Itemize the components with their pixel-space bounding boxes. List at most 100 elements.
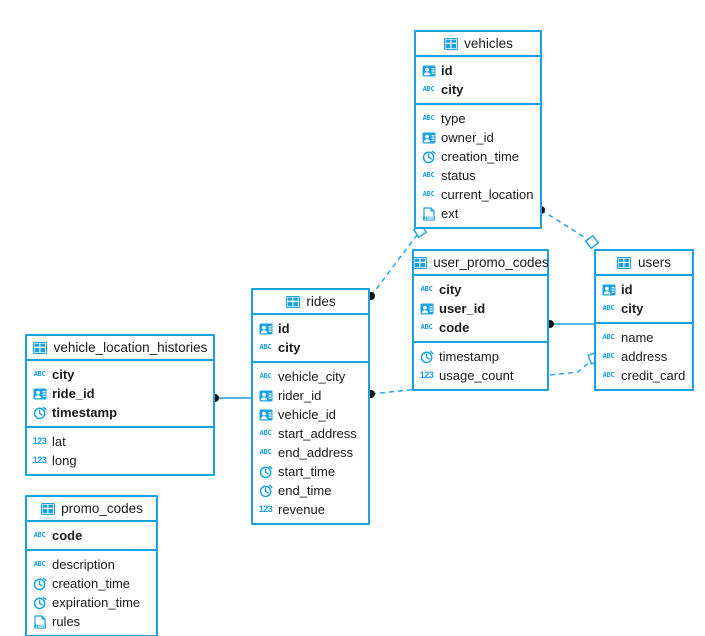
relationship-line [540,209,593,243]
abc-glyph: ABC [602,333,615,341]
column-name: id [441,63,453,78]
abc-glyph: ABC [422,190,435,198]
key-id-icon [32,386,47,401]
clock-icon [419,349,434,364]
key-id-icon [258,407,273,422]
table-header-promo_codes[interactable]: promo_codes [27,497,156,522]
number-glyph: 123 [32,436,47,446]
column-row[interactable]: end_time [253,481,368,500]
abc-text-icon: ABC [421,187,436,202]
table-title: vehicle_location_histories [53,339,208,355]
abc-glyph: ABC [422,114,435,122]
column-row[interactable]: ABC city [416,80,540,99]
column-name: city [441,82,464,97]
column-name: description [52,557,115,572]
column-row[interactable]: timestamp [414,347,547,366]
table-header-vehicle_location_histories[interactable]: vehicle_location_histories [27,336,213,361]
column-row[interactable]: expiration_time [27,593,156,612]
column-name: timestamp [439,349,499,364]
table-header-rides[interactable]: rides [253,290,368,315]
clock-icon [421,149,436,164]
column-row[interactable]: user_id [414,299,547,318]
123-number-icon: 123 [258,502,273,517]
table-title: users [637,254,671,270]
abc-glyph: ABC [33,560,46,568]
123-number-icon: 123 [32,434,47,449]
column-row[interactable]: ABC description [27,555,156,574]
table-header-vehicles[interactable]: vehicles [416,32,540,57]
column-row[interactable]: id [596,280,692,299]
column-name: id [621,282,633,297]
column-row[interactable]: creation_time [27,574,156,593]
clock-icon [32,405,47,420]
column-name: usage_count [439,368,514,383]
table-grid-icon [412,255,427,270]
column-row[interactable]: id [253,319,368,338]
table-grid-icon [443,36,458,51]
table-title: promo_codes [61,500,143,516]
table-grid-icon [617,255,632,270]
number-glyph: 123 [419,370,434,380]
relationship-user_promo_codes-users[interactable] [546,320,594,328]
column-row[interactable]: 123 long [27,451,213,470]
clock-icon [258,464,273,479]
abc-glyph: ABC [259,372,272,380]
table-header-user_promo_codes[interactable]: user_promo_codes [412,251,549,276]
column-row[interactable]: 123 usage_count [414,366,547,385]
abc-text-icon: ABC [258,340,273,355]
relationship-vehicles-users[interactable] [537,206,600,250]
column-row[interactable]: rider_id [253,386,368,405]
abc-glyph: ABC [259,429,272,437]
column-row[interactable]: ride_id [27,384,213,403]
abc-text-icon: ABC [258,445,273,460]
column-row[interactable]: creation_time [416,147,540,166]
123-number-icon: 123 [32,453,47,468]
abc-glyph: ABC [422,171,435,179]
column-name: code [52,528,83,543]
column-row[interactable]: ABC type [416,109,540,128]
column-row[interactable]: start_time [253,462,368,481]
abc-text-icon: ABC [419,320,434,335]
column-row[interactable]: owner_id [416,128,540,147]
column-name: long [52,453,77,468]
column-row[interactable]: id [416,61,540,80]
abc-text-icon: ABC [601,301,616,316]
table-header-users[interactable]: users [596,251,692,276]
table-grid-icon [285,294,300,309]
abc-text-icon: ABC [258,369,273,384]
number-glyph: 123 [32,455,47,465]
column-row[interactable]: vehicle_id [253,405,368,424]
column-row[interactable]: timestamp [27,403,213,422]
relationship-vehicle_location_histories-rides[interactable] [211,394,251,402]
column-name: creation_time [441,149,520,164]
column-name: type [441,111,466,126]
column-name: city [52,367,75,382]
abc-text-icon: ABC [421,82,436,97]
